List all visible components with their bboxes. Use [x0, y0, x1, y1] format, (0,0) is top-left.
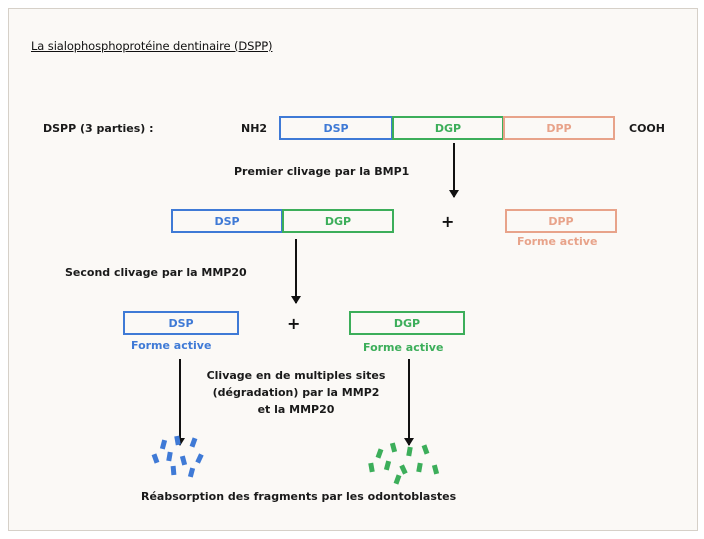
dsp-fragment — [166, 451, 173, 462]
dsp-fragment — [174, 435, 181, 446]
slide: La sialophosphoprotéine dentinaire (DSPP… — [8, 8, 698, 531]
dspp-label: DSPP (3 parties) : — [43, 122, 154, 135]
dsp-fragment — [195, 453, 204, 464]
dgp-fragment — [375, 448, 384, 459]
step1-label: Premier clivage par la BMP1 — [234, 165, 410, 178]
dgp-fragment — [383, 460, 392, 471]
slide-title: La sialophosphoprotéine dentinaire (DSPP… — [31, 39, 273, 53]
dgp-fragment — [421, 444, 430, 455]
arrow-degradation-dsp — [175, 359, 185, 446]
dsp-active-label: Forme active — [131, 339, 212, 352]
dsp-segment-row3: DSP — [123, 311, 239, 335]
dsp-fragment — [187, 467, 196, 478]
plus-sign-1: + — [441, 212, 455, 231]
dsp-segment-row2: DSP — [171, 209, 283, 233]
dgp-fragment — [368, 462, 375, 473]
arrow-cleavage-2 — [291, 239, 301, 304]
dsp-fragment — [179, 455, 188, 466]
step3-line-1: Clivage en de multiples sites — [206, 369, 386, 382]
dpp-segment-full: DPP — [503, 116, 615, 140]
dgp-fragment — [393, 474, 402, 485]
dgp-fragment — [399, 464, 408, 475]
step2-label: Second clivage par la MMP20 — [65, 266, 247, 279]
dpp-segment-row2: DPP — [505, 209, 617, 233]
step3-line-2: (dégradation) par la MMP2 — [212, 386, 380, 399]
dgp-fragment — [389, 442, 398, 453]
dsp-fragment — [151, 453, 160, 464]
dgp-fragment — [406, 446, 413, 457]
dgp-segment-row2: DGP — [282, 209, 394, 233]
arrow-degradation-dgp — [404, 359, 414, 446]
dsp-fragment — [170, 465, 177, 476]
dgp-segment-row3: DGP — [349, 311, 465, 335]
dsp-segment-full: DSP — [279, 116, 393, 140]
arrow-cleavage-1 — [449, 143, 459, 198]
dgp-fragments — [368, 442, 453, 487]
step3-text: Clivage en de multiples sites (dégradati… — [187, 367, 405, 418]
dgp-segment-full: DGP — [392, 116, 504, 140]
dgp-fragment — [431, 464, 440, 475]
plus-sign-2: + — [287, 314, 301, 333]
footer-label: Réabsorption des fragments par les odont… — [141, 490, 457, 503]
step3-line-3: et la MMP20 — [257, 403, 335, 416]
nh2-label: NH2 — [241, 122, 268, 135]
cooh-label: COOH — [629, 122, 665, 135]
dgp-active-label: Forme active — [363, 341, 444, 354]
dgp-fragment — [416, 462, 423, 473]
dpp-active-label: Forme active — [517, 235, 598, 248]
dsp-fragment — [159, 439, 168, 450]
dsp-fragment — [189, 437, 198, 448]
dsp-fragments — [151, 435, 221, 480]
